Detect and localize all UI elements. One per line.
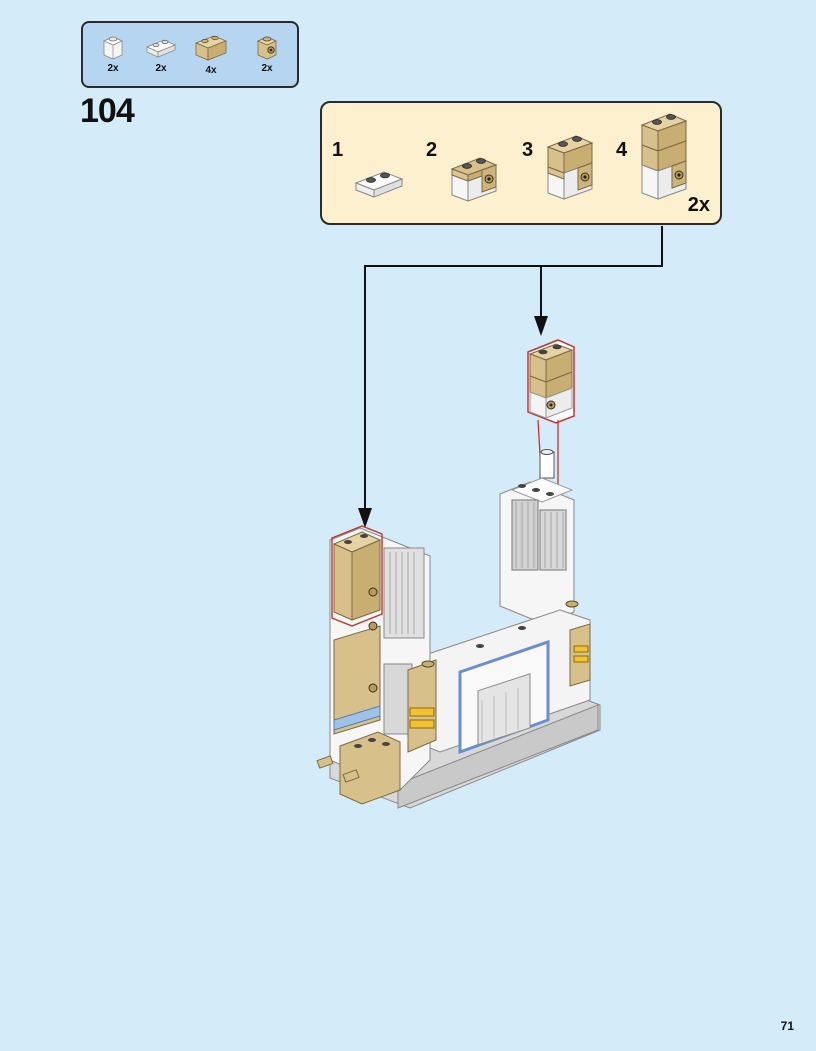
arrow-head-left xyxy=(358,508,372,528)
part-quantity: 4x xyxy=(205,65,217,76)
step-number: 104 xyxy=(80,92,135,130)
substep-multiplier: 2x xyxy=(687,194,710,216)
parts-list-panel: 2x 2x 4x 2x xyxy=(81,21,299,88)
arrow-head-right xyxy=(534,316,548,336)
substep-label: 3 xyxy=(522,139,534,161)
part-quantity: 2x xyxy=(107,63,119,74)
center-wall xyxy=(409,600,591,755)
part-item: 2x xyxy=(93,31,133,74)
placement-arrows xyxy=(364,226,663,514)
substep-label: 4 xyxy=(616,139,628,161)
part-item: 2x xyxy=(141,31,181,74)
substep-label: 2 xyxy=(426,139,438,161)
part-item: 4x xyxy=(191,31,231,76)
part-quantity: 2x xyxy=(155,63,167,74)
white-1x1-brick-icon xyxy=(103,36,123,60)
substep-3-illustration xyxy=(546,135,594,200)
substep-panel: 1 2 3 4 xyxy=(320,101,722,225)
part-quantity: 2x xyxy=(261,63,273,74)
page-number: 71 xyxy=(780,1019,794,1033)
substep-4-illustration xyxy=(640,113,688,200)
tan-1x2-brick-icon xyxy=(194,35,228,61)
floating-subassembly xyxy=(527,339,575,490)
white-1x2-plate-icon xyxy=(145,39,177,58)
right-tower xyxy=(499,477,575,625)
part-item: 2x xyxy=(247,31,287,74)
tan-1x1-headlight-brick-icon xyxy=(257,36,277,60)
substep-label: 1 xyxy=(332,139,344,161)
left-tower xyxy=(316,525,437,805)
substep-2-illustration xyxy=(450,157,498,202)
substep-1-plate-illustration xyxy=(354,171,404,198)
